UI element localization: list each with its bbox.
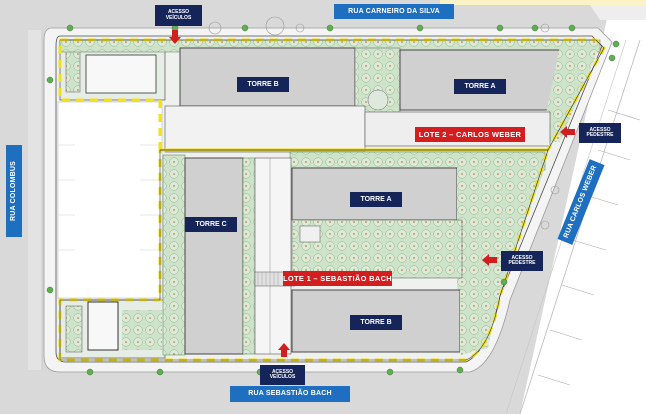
access-arrows [169, 30, 575, 357]
tower-label-lot1-c: TORRE C [185, 217, 237, 232]
pedestrian-access-label-lot2: ACESSO PEDESTRE [579, 123, 621, 143]
tower-label-lot2-b: TORRE B [237, 77, 289, 92]
tower-label-lot1-a: TORRE A [350, 192, 402, 207]
street-label-top: RUA CARNEIRO DA SILVA [334, 4, 454, 19]
street-label-bottom: RUA SEBASTIÃO BACH [230, 386, 350, 402]
pedestrian-access-label-lot1: ACESSO PEDESTRE [501, 251, 543, 271]
vehicle-access-arrow-bottom [278, 343, 290, 357]
pedestrian-access-arrow-lot2 [560, 126, 575, 138]
lot-label-lot2: LOTE 2 – CARLOS WEBER [415, 127, 525, 142]
pedestrian-access-arrow-lot1 [482, 254, 497, 266]
lot-label-lot1: LOTE 1 – SEBASTIÃO BACH [283, 271, 392, 286]
tower-label-lot2-a: TORRE A [454, 79, 506, 94]
tower-label-lot1-b: TORRE B [350, 315, 402, 330]
vehicle-access-arrow-top [169, 30, 181, 44]
lot1-tower-c-footprint [184, 157, 244, 355]
vehicle-access-label-bottom: ACESSO VEÍCULOS [260, 365, 305, 385]
vehicle-access-label-top: ACESSO VEÍCULOS [155, 5, 202, 26]
street-label-left: RUA COLOMBUS [6, 145, 22, 237]
